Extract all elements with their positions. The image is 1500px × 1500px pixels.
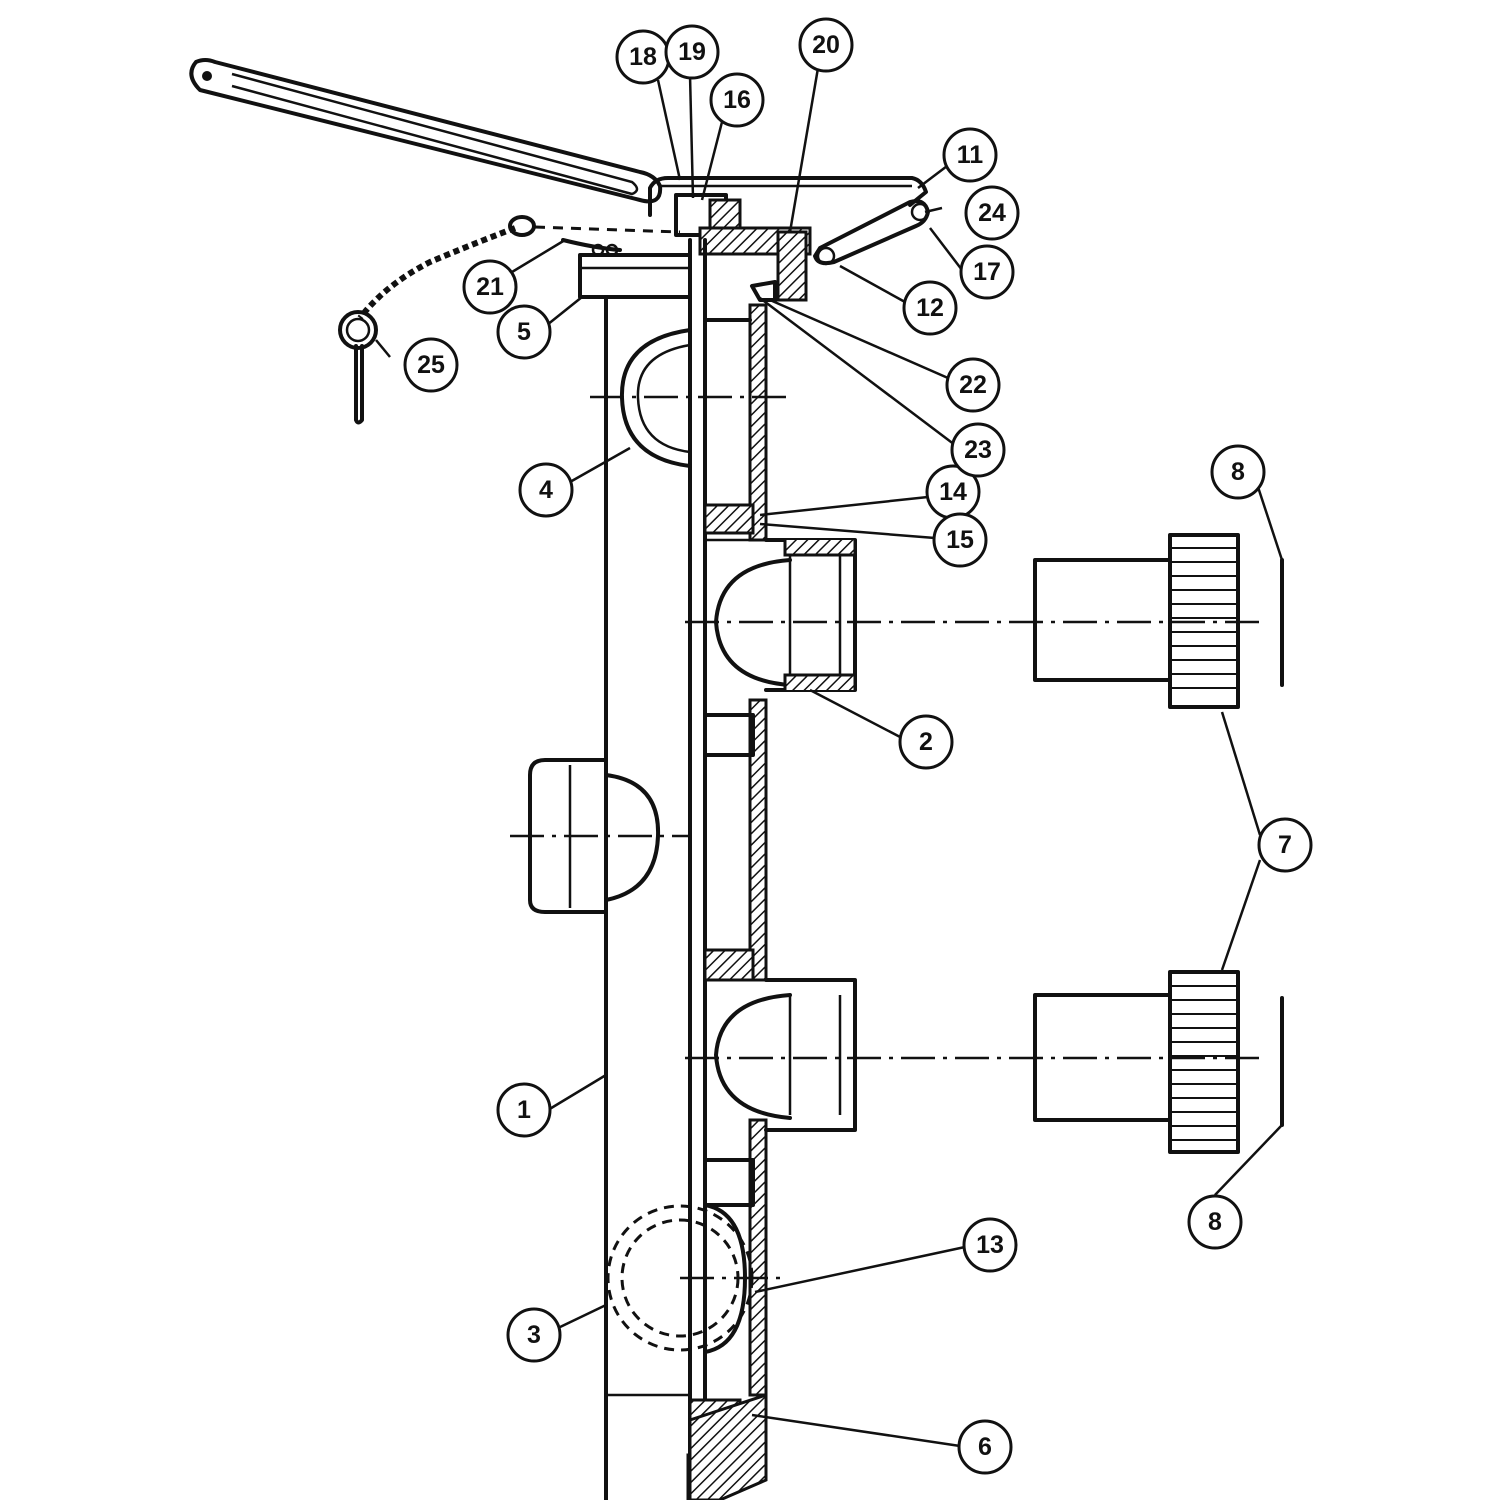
callout-16: 16 — [709, 72, 765, 128]
cap-lower — [1033, 970, 1284, 1154]
svg-text:21: 21 — [476, 273, 504, 301]
callout-8-lower: 8 — [1187, 1194, 1243, 1250]
callout-15: 15 — [932, 512, 988, 568]
callout-24: 24 — [964, 185, 1020, 241]
callout-14: 14 — [925, 464, 981, 520]
center-lines — [685, 620, 1265, 1060]
callout-12: 12 — [902, 280, 958, 336]
svg-text:24: 24 — [978, 199, 1006, 227]
svg-text:8: 8 — [1231, 458, 1245, 486]
callout-13: 13 — [962, 1217, 1018, 1273]
bottom-port — [606, 1203, 780, 1354]
callout-1: 1 — [496, 1082, 552, 1138]
callout-22: 22 — [945, 357, 1001, 413]
right-wall — [688, 303, 768, 1500]
svg-text:15: 15 — [946, 526, 974, 554]
callout-23: 23 — [950, 422, 1006, 478]
svg-text:12: 12 — [916, 294, 944, 322]
link-arm — [813, 199, 930, 266]
svg-text:4: 4 — [539, 476, 553, 504]
svg-text:22: 22 — [959, 371, 987, 399]
callout-18: 18 — [615, 29, 671, 85]
top-collar — [578, 253, 692, 299]
callout-17: 17 — [959, 244, 1015, 300]
svg-text:13: 13 — [976, 1231, 1004, 1259]
callout-2: 2 — [898, 714, 954, 770]
leader-lines — [375, 67, 1284, 1448]
valve-mechanism — [674, 193, 812, 302]
callout-20: 20 — [798, 17, 854, 73]
top-cap — [648, 176, 928, 217]
svg-text:11: 11 — [957, 141, 984, 169]
upper-port — [590, 328, 790, 468]
svg-text:17: 17 — [973, 258, 1001, 286]
svg-text:18: 18 — [629, 43, 657, 71]
svg-text:19: 19 — [678, 38, 706, 66]
callout-4: 4 — [518, 462, 574, 518]
outlet-port-upper — [714, 538, 857, 692]
callout-5: 5 — [496, 304, 552, 360]
main-body — [604, 295, 690, 1500]
svg-text:2: 2 — [919, 728, 933, 756]
callout-11: 11 — [942, 127, 998, 183]
callout-21: 21 — [462, 259, 518, 315]
central-stem — [686, 238, 742, 1500]
svg-text:3: 3 — [527, 1321, 541, 1349]
svg-text:14: 14 — [939, 478, 967, 506]
callout-7: 7 — [1257, 817, 1313, 873]
callout-25: 25 — [403, 337, 459, 393]
svg-text:5: 5 — [517, 318, 531, 346]
svg-text:6: 6 — [978, 1433, 992, 1461]
svg-text:20: 20 — [812, 31, 840, 59]
handle-lever — [189, 58, 663, 204]
side-port-left — [510, 758, 690, 914]
svg-text:1: 1 — [517, 1096, 531, 1124]
cap-upper — [1033, 533, 1284, 709]
svg-text:25: 25 — [417, 351, 445, 379]
callout-6: 6 — [957, 1419, 1013, 1475]
callout-3: 3 — [506, 1307, 562, 1363]
svg-text:7: 7 — [1278, 831, 1292, 859]
svg-text:16: 16 — [723, 86, 751, 114]
svg-text:8: 8 — [1208, 1208, 1222, 1236]
callout-8-upper: 8 — [1210, 444, 1266, 500]
seal-bands — [703, 503, 755, 1207]
outlet-port-lower — [714, 978, 857, 1132]
callout-19: 19 — [664, 24, 720, 80]
svg-text:23: 23 — [964, 436, 992, 464]
